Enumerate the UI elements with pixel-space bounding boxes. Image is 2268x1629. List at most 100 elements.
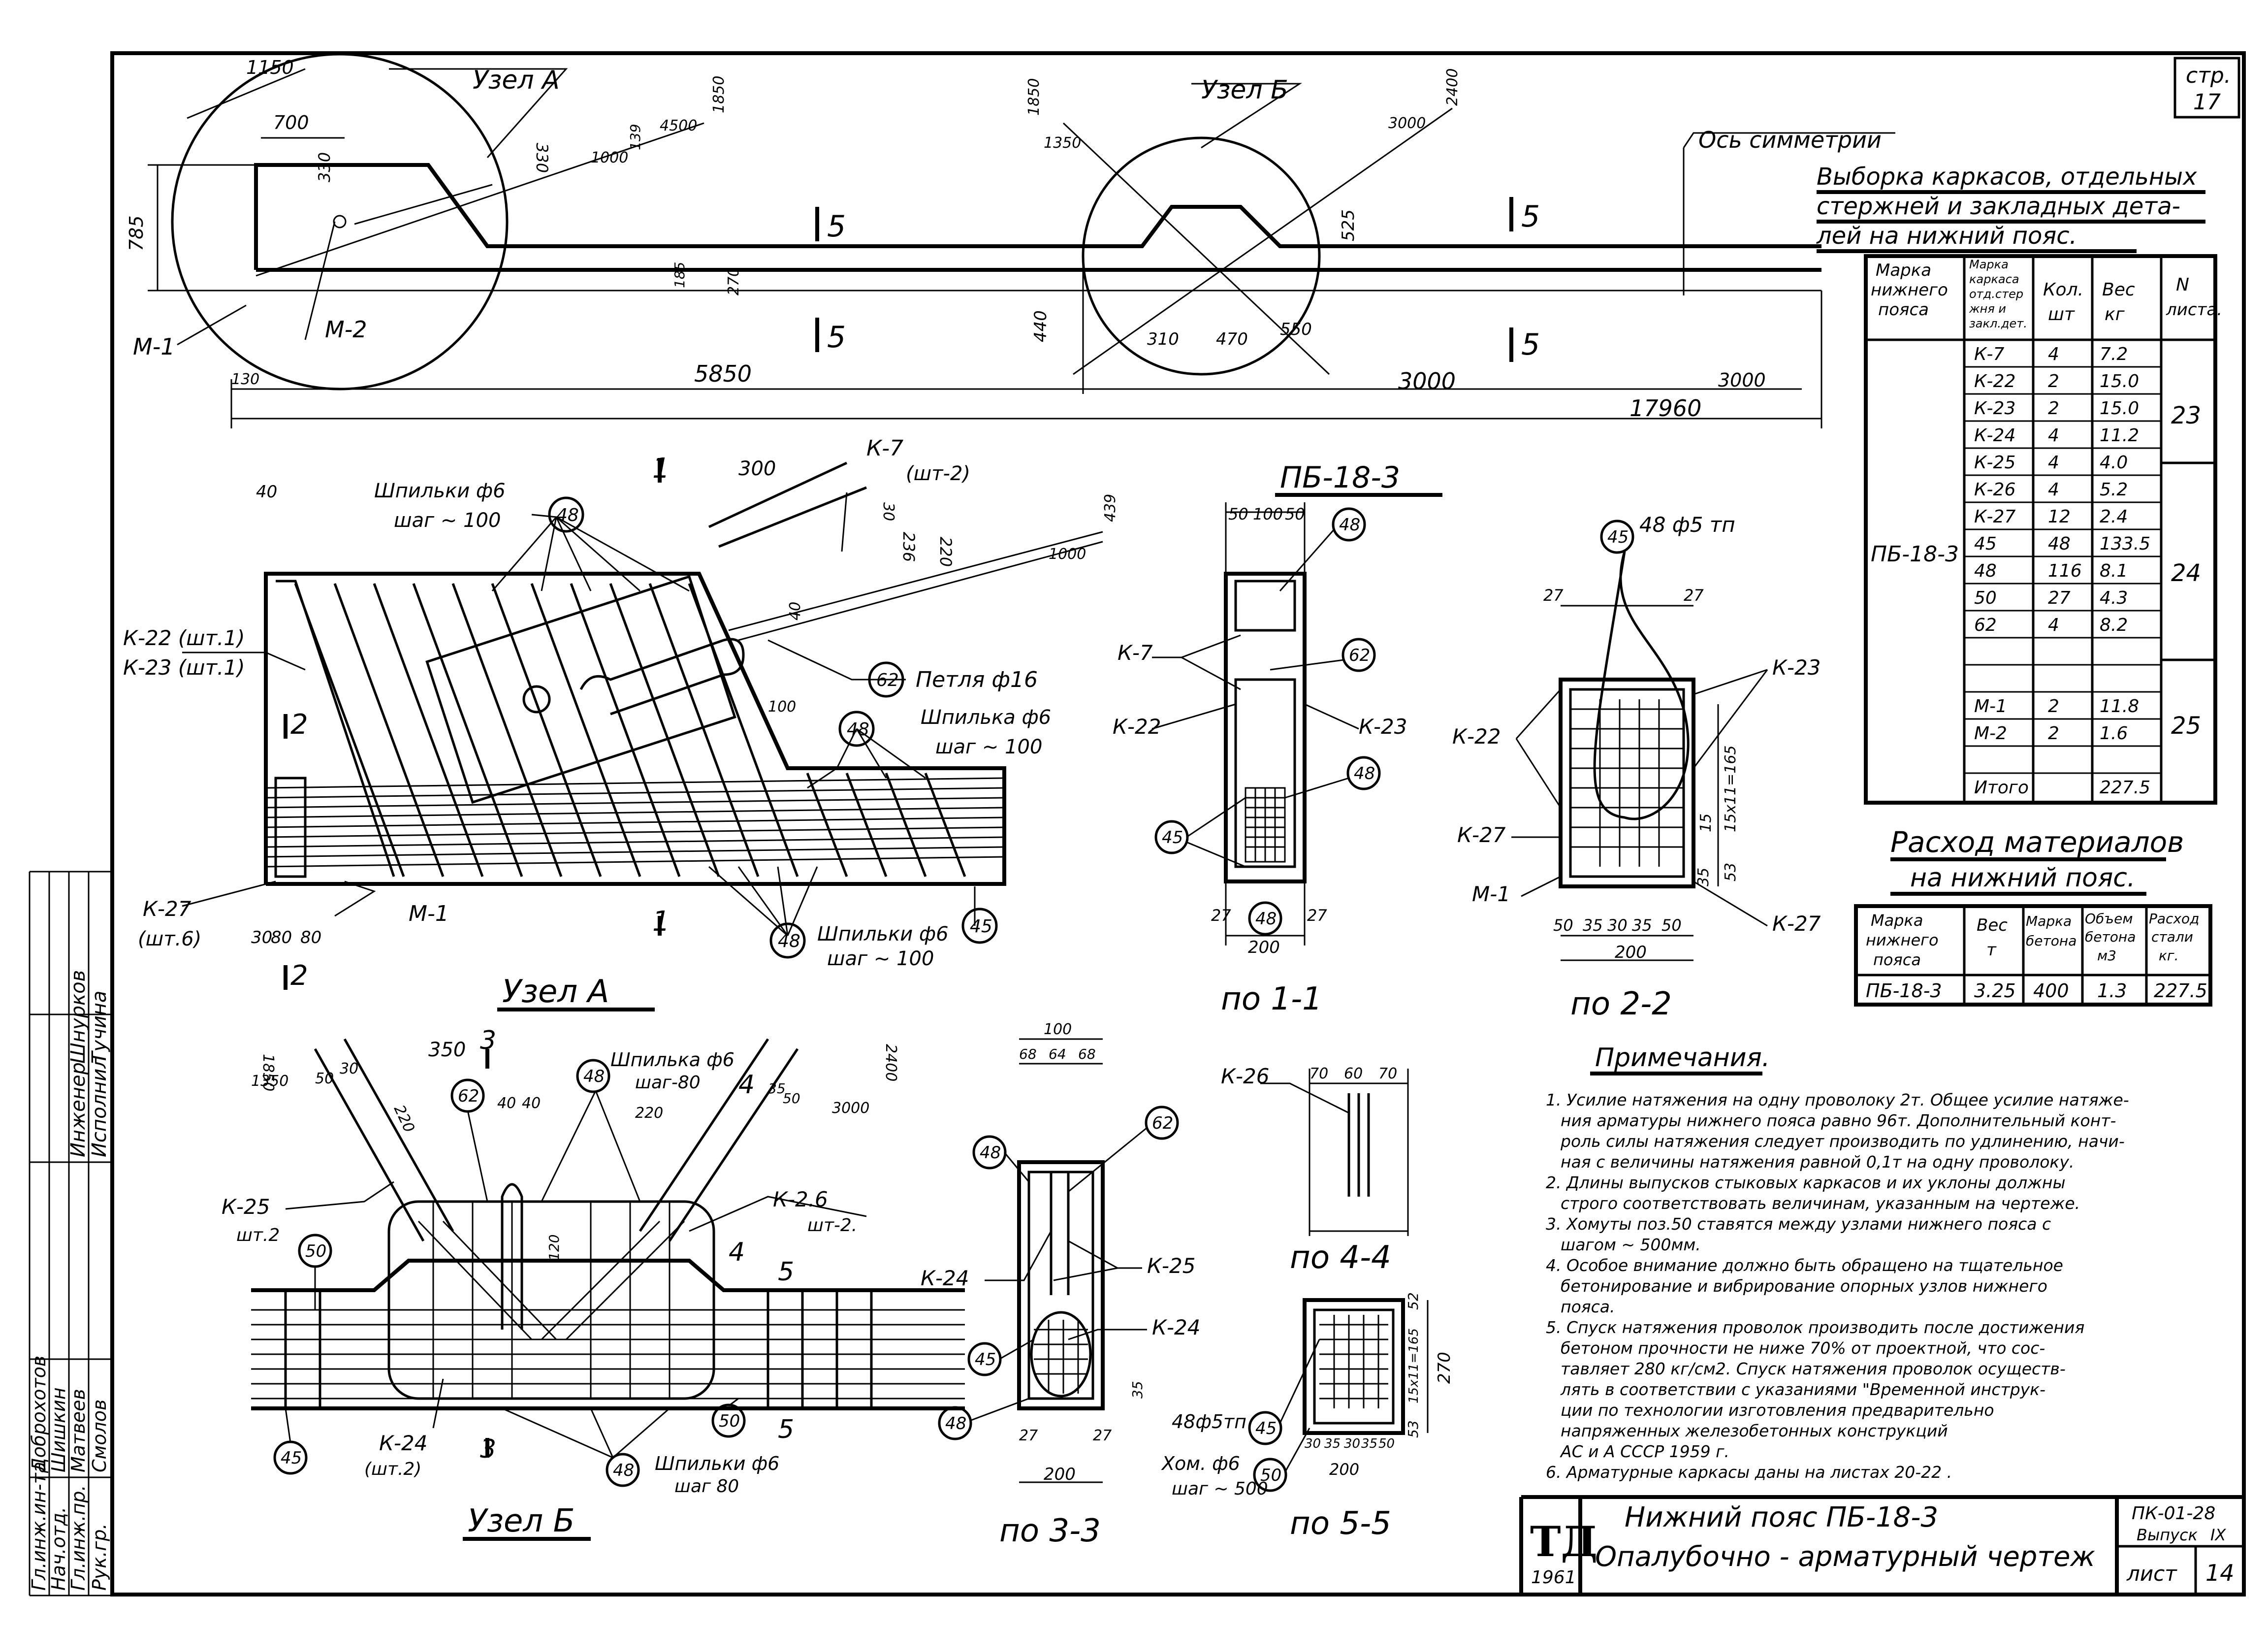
det-b-dim-50: 50 xyxy=(315,1070,334,1087)
det-b-dim-350: 350 xyxy=(428,1039,466,1061)
mat-h4a: Расход xyxy=(2149,911,2200,927)
det-a-dim-236: 236 xyxy=(899,532,918,562)
sample-h4a: N xyxy=(2176,275,2189,295)
sample-h1a: Марка xyxy=(1969,258,2009,271)
detail-a-stirrups xyxy=(294,583,966,877)
sample-row-cell: К-25 xyxy=(1974,453,2015,473)
mat-h3c: м3 xyxy=(2097,947,2116,964)
sheet-label: лист xyxy=(2126,1562,2177,1586)
sec22-dim-27b: 27 xyxy=(1684,586,1704,605)
sec22-k22: К-22 xyxy=(1452,724,1501,749)
det-a-sec1-top: 1 xyxy=(652,453,670,485)
sec22-dim-200: 200 xyxy=(1615,943,1647,962)
det-a-mark-48-mid xyxy=(838,711,875,747)
sec33-strand: 48ф5тп xyxy=(1172,1411,1246,1433)
det-a-k23: К-23 (шт.1) xyxy=(123,655,245,680)
elev-dim-5850: 5850 xyxy=(694,360,752,387)
sec55-mark-50: 50 xyxy=(1260,1466,1281,1485)
page-label: стр. xyxy=(2186,63,2231,88)
det-a-title: Узел А xyxy=(502,974,609,1010)
det-b-dim-50b: 50 xyxy=(783,1090,800,1107)
detail-a: 1 1 2 2 48 62 48 48 45 Шпильки ф6 xyxy=(123,436,1119,1011)
det-b-sec5-top: 5 xyxy=(778,1257,794,1287)
sec11-k22: К-22 xyxy=(1113,715,1161,739)
sample-row-cell: 2 xyxy=(2048,371,2059,391)
det-a-sec1-bot: 1 xyxy=(652,906,670,938)
sec22-dim-35b: 35 xyxy=(1632,916,1652,935)
sec33-dim-68a: 68 xyxy=(1019,1046,1037,1062)
sample-row-cell: 4 xyxy=(2048,615,2059,635)
sec22-dim-27a: 27 xyxy=(1543,586,1564,605)
sec55-dim-30a: 30 xyxy=(1305,1436,1321,1451)
det-a-sec2-bot: 2 xyxy=(290,960,308,992)
section-2-2: 45 48 ф5 тп К-23 К-22 К-27 К-27 М-1 27 2… xyxy=(1452,513,1821,1022)
sample-pb-mark: ПБ-18-3 xyxy=(1871,542,1959,567)
det-b-pin-bot: Шпильки ф6 xyxy=(655,1453,779,1474)
sec44-dim-60: 60 xyxy=(1344,1065,1363,1082)
sheet-title-2: Опалубочно - арматурный чертеж xyxy=(1595,1541,2095,1573)
sec11-dim-50b: 50 xyxy=(1285,505,1305,523)
det-a-pin-top: Шпильки ф6 xyxy=(374,480,506,502)
sample-h1d: жня и xyxy=(1969,302,2006,316)
det-b-dim-220a: 220 xyxy=(390,1103,418,1136)
sec11-dim-50a: 50 xyxy=(1228,505,1248,523)
sec11-k23: К-23 xyxy=(1359,715,1407,739)
det-a-k7: К-7 xyxy=(866,436,903,461)
det-a-sec2-top: 2 xyxy=(290,709,308,741)
sample-row-cell: 1.6 xyxy=(2100,723,2128,744)
sample-h1c: отд.стер xyxy=(1969,287,2023,301)
det-a-dim-30b: 30 xyxy=(251,928,272,947)
sec44-k26: К-26 xyxy=(1221,1064,1269,1088)
det-a-pin-top-step: шаг ~ 100 xyxy=(394,509,501,532)
mat-h2a: Марка xyxy=(2026,913,2072,929)
sec33-dim-27b: 27 xyxy=(1093,1427,1112,1444)
sig-role-2: Нач.отд. xyxy=(48,1507,69,1591)
sample-row-cell: К-22 xyxy=(1974,371,2015,391)
sec11-mark-48-bot: 48 xyxy=(1255,909,1277,929)
note-line: 1. Усилие натяжения на одну проволоку 2т… xyxy=(1546,1090,2129,1109)
det-a-k22: К-22 (шт.1) xyxy=(123,626,245,650)
sec44-dim-70b: 70 xyxy=(1378,1065,1397,1082)
det-a-mark-62 xyxy=(868,661,904,698)
det-b-dim-120: 120 xyxy=(546,1235,562,1261)
det-a-k27: К-27 xyxy=(143,897,192,921)
sample-row-cell: 5.2 xyxy=(2100,480,2128,500)
sec55-dim-52: 52 xyxy=(1405,1292,1421,1310)
sample-row-cell: 8.2 xyxy=(2100,615,2128,635)
det-b-k26: К-2.6 xyxy=(773,1187,828,1211)
det-a-mark-45 xyxy=(961,908,998,944)
sig-name-4: Смолов xyxy=(89,1400,110,1472)
sec5-c: 5 xyxy=(1521,199,1540,234)
note-line: 4. Особое внимание должно быть обращено … xyxy=(1546,1256,2063,1275)
detail-b-cage xyxy=(417,1202,685,1399)
sec33-k24b: К-24 xyxy=(1152,1315,1200,1339)
det-b-k24-qty: (шт.2) xyxy=(364,1459,421,1479)
sample-row-cell: 7.2 xyxy=(2100,344,2128,364)
sec33-mark-48-bot: 48 xyxy=(945,1414,966,1434)
sec55-dim-35b: 35 xyxy=(1361,1436,1377,1451)
elev-m1: М-1 xyxy=(133,333,175,360)
sample-row-cell: 133.5 xyxy=(2100,534,2150,554)
sec5-d: 5 xyxy=(1521,327,1540,362)
sig-role-1: Гл.инж.ин-та xyxy=(28,1462,50,1591)
sec44-dim-70a: 70 xyxy=(1310,1065,1328,1082)
elev-dim-3000a: 3000 xyxy=(1388,115,1426,132)
note-line: бетонирование и вибрирование опорных узл… xyxy=(1561,1276,2047,1296)
sec33-dim-68b: 68 xyxy=(1078,1046,1096,1062)
sample-row-cell: К-7 xyxy=(1974,344,2005,364)
section-pb-title: ПБ-18-3 xyxy=(1280,460,1400,495)
det-a-mark-45-text: 45 xyxy=(970,916,992,937)
materials-title-2: на нижний пояс. xyxy=(1910,863,2135,893)
sample-h0a: Марка xyxy=(1876,261,1931,280)
section-2-2-grid xyxy=(1570,699,1684,867)
section-1-1-hatch xyxy=(1246,788,1285,862)
sec22-dim-30: 30 xyxy=(1607,916,1628,935)
sec55-dim-53: 53 xyxy=(1405,1420,1421,1438)
section-4-4: 70 60 70 К-26 по 4-4 xyxy=(1221,1064,1409,1276)
sample-row-cell: К-26 xyxy=(1974,480,2015,500)
sec5-a: 5 xyxy=(827,209,846,244)
det-b-mark-50a: 50 xyxy=(305,1241,326,1261)
sec55-dim-35a: 35 xyxy=(1324,1436,1341,1451)
sec11-mark-62: 62 xyxy=(1349,646,1370,665)
